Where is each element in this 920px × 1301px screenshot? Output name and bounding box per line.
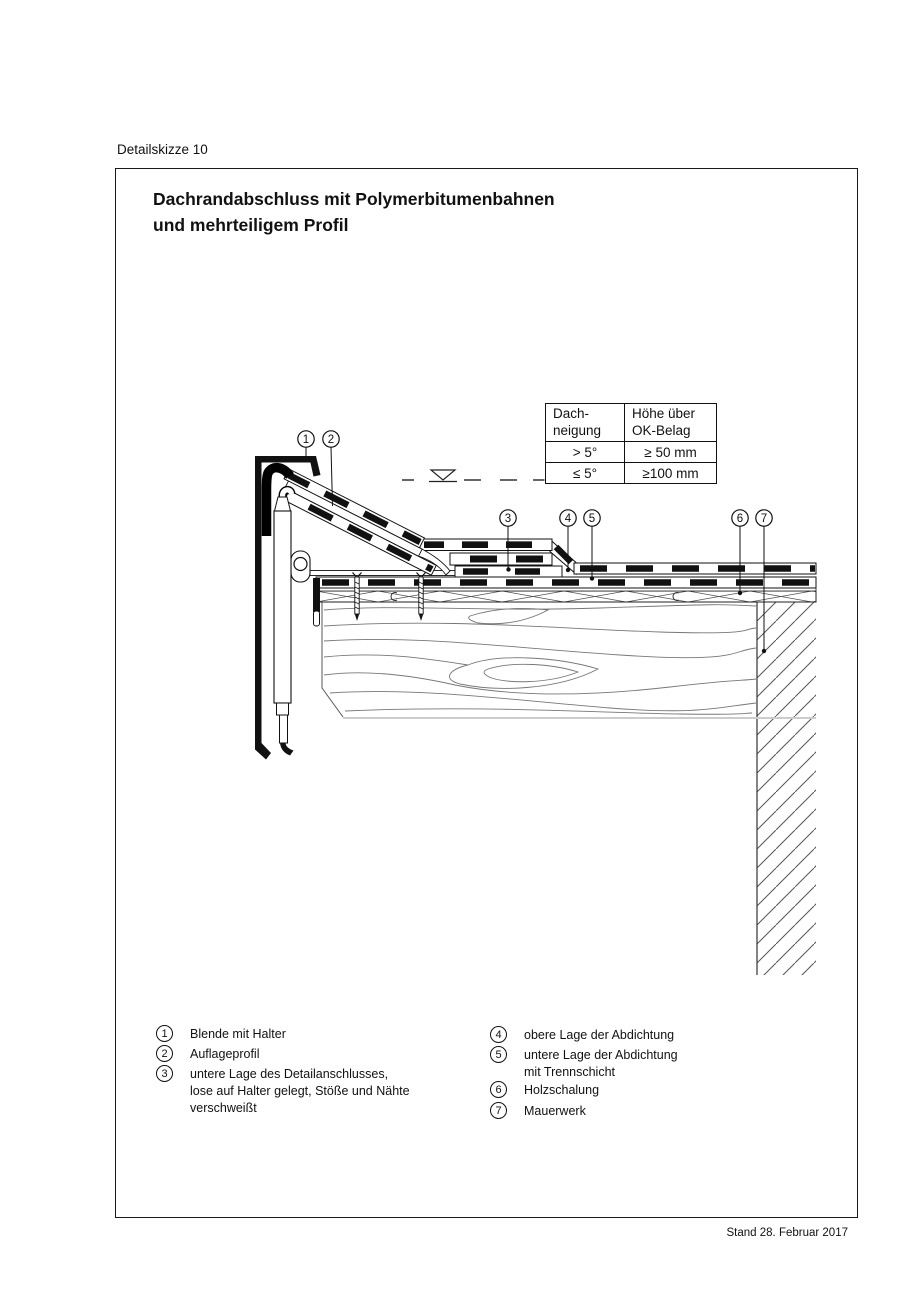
callout-3: 3 bbox=[499, 509, 517, 527]
legend-circle-2: 2 bbox=[156, 1045, 173, 1062]
callout-5: 5 bbox=[583, 509, 601, 527]
slope-height-table: Dach- neigung Höhe über OK-Belag > 5° ≥ … bbox=[545, 403, 717, 484]
drawing-frame bbox=[115, 168, 858, 1218]
title-line-1: Dachrandabschluss mit Polymerbitumenbahn… bbox=[153, 189, 555, 209]
sketch-number-label: Detailskizze 10 bbox=[117, 142, 208, 157]
holder-bracket bbox=[290, 550, 311, 583]
callout-2: 2 bbox=[322, 430, 340, 448]
callout-leaders bbox=[305, 447, 765, 650]
callout-6: 6 bbox=[731, 509, 749, 527]
membrane-edge-wrap bbox=[313, 578, 320, 627]
membrane-upper-layer-left bbox=[449, 552, 553, 566]
support-profile bbox=[284, 480, 423, 557]
fascia-profile bbox=[273, 496, 294, 756]
callout-dots bbox=[506, 567, 767, 654]
svg-text:6: 6 bbox=[737, 513, 743, 525]
revision-date: Stand 28. Februar 2017 bbox=[726, 1227, 848, 1239]
wood-beam bbox=[321, 602, 757, 718]
legend-circle-7: 7 bbox=[490, 1102, 507, 1119]
page-title: Dachrandabschluss mit Polymerbitumenbahn… bbox=[153, 186, 555, 238]
callout-7: 7 bbox=[755, 509, 773, 527]
svg-text:3: 3 bbox=[505, 513, 511, 525]
svg-text:2: 2 bbox=[328, 434, 334, 446]
membrane-top-flat bbox=[419, 538, 553, 551]
title-line-2: und mehrteiligem Profil bbox=[153, 215, 349, 235]
table-header-row: Dach- neigung Höhe über OK-Belag bbox=[545, 403, 717, 442]
legend-circle-6: 6 bbox=[490, 1081, 507, 1098]
fascia-hook bbox=[261, 463, 296, 536]
svg-text:5: 5 bbox=[589, 513, 595, 525]
legend-circle-5: 5 bbox=[490, 1046, 507, 1063]
masonry-hatch bbox=[756, 602, 816, 975]
height-value-2: ≥100 mm bbox=[624, 462, 717, 484]
detail-drawing: 1 2 3 4 5 6 7 bbox=[255, 430, 817, 975]
legend-circle-4: 4 bbox=[490, 1026, 507, 1043]
slope-value-2: ≤ 5° bbox=[545, 462, 625, 484]
height-value-1: ≥ 50 mm bbox=[624, 441, 717, 463]
water-level-icon bbox=[402, 469, 545, 483]
profile-bend bbox=[414, 547, 451, 576]
legend-circle-3: 3 bbox=[156, 1065, 173, 1082]
screw bbox=[416, 572, 426, 621]
svg-text:1: 1 bbox=[303, 434, 309, 446]
screw bbox=[352, 572, 362, 621]
membrane-upper-layer-right bbox=[573, 562, 817, 575]
fascia-cladding bbox=[255, 456, 321, 760]
legend-circle-1: 1 bbox=[156, 1025, 173, 1042]
callout-1: 1 bbox=[297, 430, 315, 448]
svg-text:7: 7 bbox=[761, 513, 767, 525]
table-row: ≤ 5° ≥100 mm bbox=[545, 462, 717, 484]
callout-4: 4 bbox=[559, 509, 577, 527]
profile-horizontal-leg bbox=[307, 570, 461, 576]
slope-assembly bbox=[283, 468, 437, 576]
header-hoehe: Höhe über OK-Belag bbox=[624, 403, 717, 442]
callout-bubbles: 1 2 3 4 5 6 7 bbox=[297, 430, 773, 527]
membrane-lower-layer bbox=[315, 576, 817, 589]
svg-text:4: 4 bbox=[565, 513, 572, 525]
